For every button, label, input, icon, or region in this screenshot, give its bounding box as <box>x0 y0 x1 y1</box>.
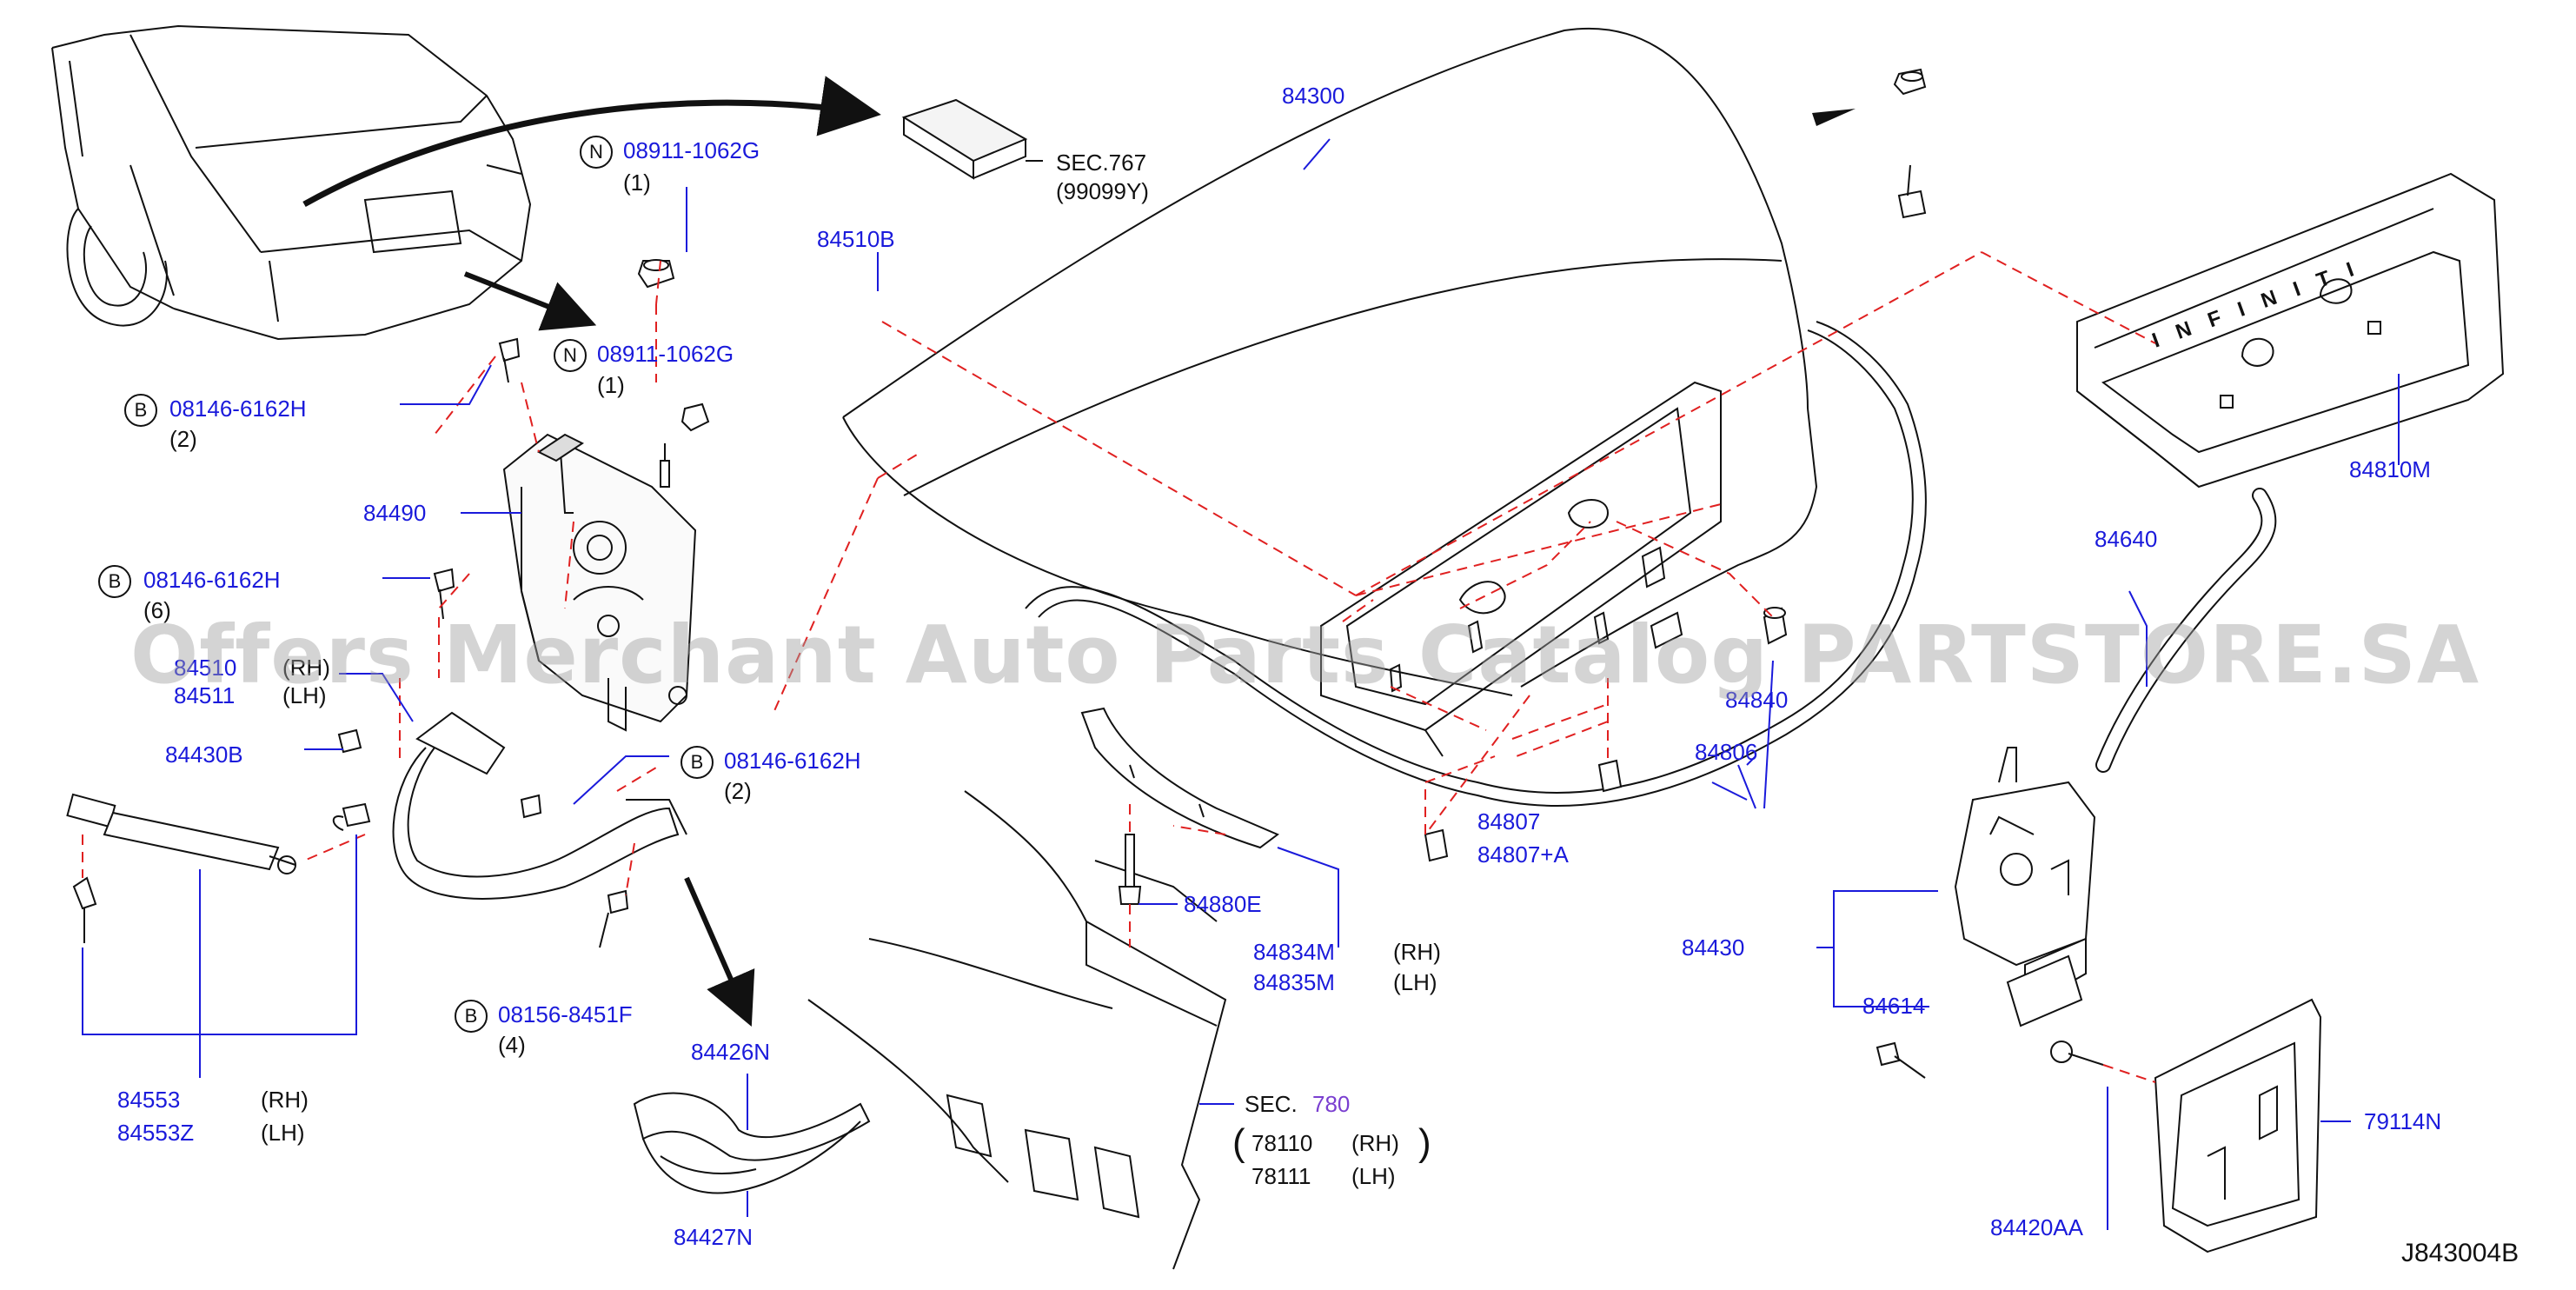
label-84490: 84490 <box>363 500 427 526</box>
label-84426n: 84426N <box>691 1039 771 1065</box>
label-84300: 84300 <box>1282 83 1345 109</box>
latch-84430 <box>1954 747 2096 1010</box>
fastener-n1-number: 08911-1062G <box>623 137 760 163</box>
label-84420aa: 84420AA <box>1990 1214 2083 1240</box>
label-78111: 78111 <box>1251 1163 1311 1189</box>
hinge-fasteners <box>337 259 710 948</box>
label-84510: 84510 <box>174 655 237 681</box>
label-84430b: 84430B <box>165 741 243 768</box>
sec780-label: SEC. <box>1245 1091 1298 1117</box>
fastener-b3-prefix: B <box>681 746 714 779</box>
plate-79114n <box>2154 998 2322 1253</box>
sec780-number: 780 <box>1312 1091 1351 1117</box>
trunk-lid-drawing <box>842 27 1927 807</box>
fastener-b2-prefix: B <box>98 565 131 598</box>
sec767-label: SEC.767 <box>1056 150 1147 176</box>
label-84553-rh: (RH) <box>261 1087 309 1113</box>
label-84807: 84807 <box>1477 808 1541 835</box>
label-84806: 84806 <box>1695 739 1758 765</box>
sec780-bracket-close: ) <box>1418 1121 1431 1164</box>
label-84840: 84840 <box>1725 687 1789 713</box>
label-84511-lh: (LH) <box>282 682 327 708</box>
fastener-n2-number: 08911-1062G <box>597 341 734 367</box>
part-84614 <box>2006 954 2083 1027</box>
fastener-n1-prefix: N <box>580 136 613 169</box>
gas-strut <box>66 793 371 943</box>
label-84640: 84640 <box>2095 526 2158 552</box>
label-84510-rh: (RH) <box>282 655 330 681</box>
sec767-ref: (99099Y) <box>1056 178 1149 204</box>
hinge-bracket-drawing <box>502 433 697 732</box>
diagram-code: J843004B <box>2401 1239 2520 1267</box>
label-84553: 84553 <box>117 1087 181 1113</box>
fastener-b4-qty: (4) <box>498 1032 526 1058</box>
car-rear-illustration <box>51 24 532 341</box>
fastener-n2-prefix: N <box>554 339 587 372</box>
label-84510b: 84510B <box>817 226 895 252</box>
label-84511: 84511 <box>174 682 236 708</box>
bracket-84834m <box>1080 707 1279 849</box>
fastener-b3-qty: (2) <box>724 778 752 804</box>
label-84835m-lh: (LH) <box>1393 969 1437 995</box>
label-84553z-lh: (LH) <box>261 1120 305 1146</box>
finisher-84810m <box>2076 172 2505 489</box>
bolt-84614 <box>1876 1041 1926 1079</box>
fastener-n2-qty: (1) <box>597 372 625 398</box>
dashed-connectors <box>82 251 2156 1083</box>
hinge-arm <box>392 711 687 900</box>
label-84810m: 84810M <box>2349 456 2431 482</box>
watermark: Offers Merchant Auto Parts Catalog PARTS… <box>130 608 2480 702</box>
label-84835m: 84835M <box>1253 969 1335 995</box>
bolt-84420aa <box>2050 1041 2104 1066</box>
label-84834m: 84834M <box>1253 939 1335 965</box>
label-84807a: 84807+A <box>1477 841 1569 868</box>
fastener-b3-number: 08146-6162H <box>724 748 861 774</box>
fastener-b1-number: 08146-6162H <box>169 396 307 422</box>
bumpers <box>1424 607 1788 862</box>
label-84614: 84614 <box>1862 993 1926 1019</box>
top-right-fasteners <box>1893 68 1927 219</box>
fastener-b2-qty: (6) <box>143 597 171 623</box>
fastener-b4-number: 08156-8451F <box>498 1001 633 1027</box>
label-78110-rh: (RH) <box>1351 1130 1399 1156</box>
body-panel <box>807 790 1227 1270</box>
label-79114n: 79114N <box>2364 1108 2442 1134</box>
fastener-n1-qty: (1) <box>623 170 651 196</box>
label-84553z: 84553Z <box>117 1120 195 1146</box>
pin-84880e <box>1118 834 1142 905</box>
trim-pieces <box>633 1092 871 1194</box>
label-84834m-rh: (RH) <box>1393 939 1441 965</box>
label-84427n: 84427N <box>674 1224 754 1250</box>
label-84880e: 84880E <box>1184 891 1262 917</box>
fastener-b1-prefix: B <box>124 394 157 427</box>
leader-lines <box>82 138 2400 1230</box>
label-84430: 84430 <box>1682 934 1745 961</box>
label-78110: 78110 <box>1251 1130 1313 1156</box>
fastener-b1-qty: (2) <box>169 426 197 452</box>
label-78111-lh: (LH) <box>1351 1163 1396 1189</box>
fastener-b4-prefix: B <box>455 1000 488 1033</box>
sec780-bracket-open: ( <box>1232 1121 1245 1164</box>
sec767-part <box>901 98 1043 180</box>
fastener-b2-number: 08146-6162H <box>143 567 281 593</box>
